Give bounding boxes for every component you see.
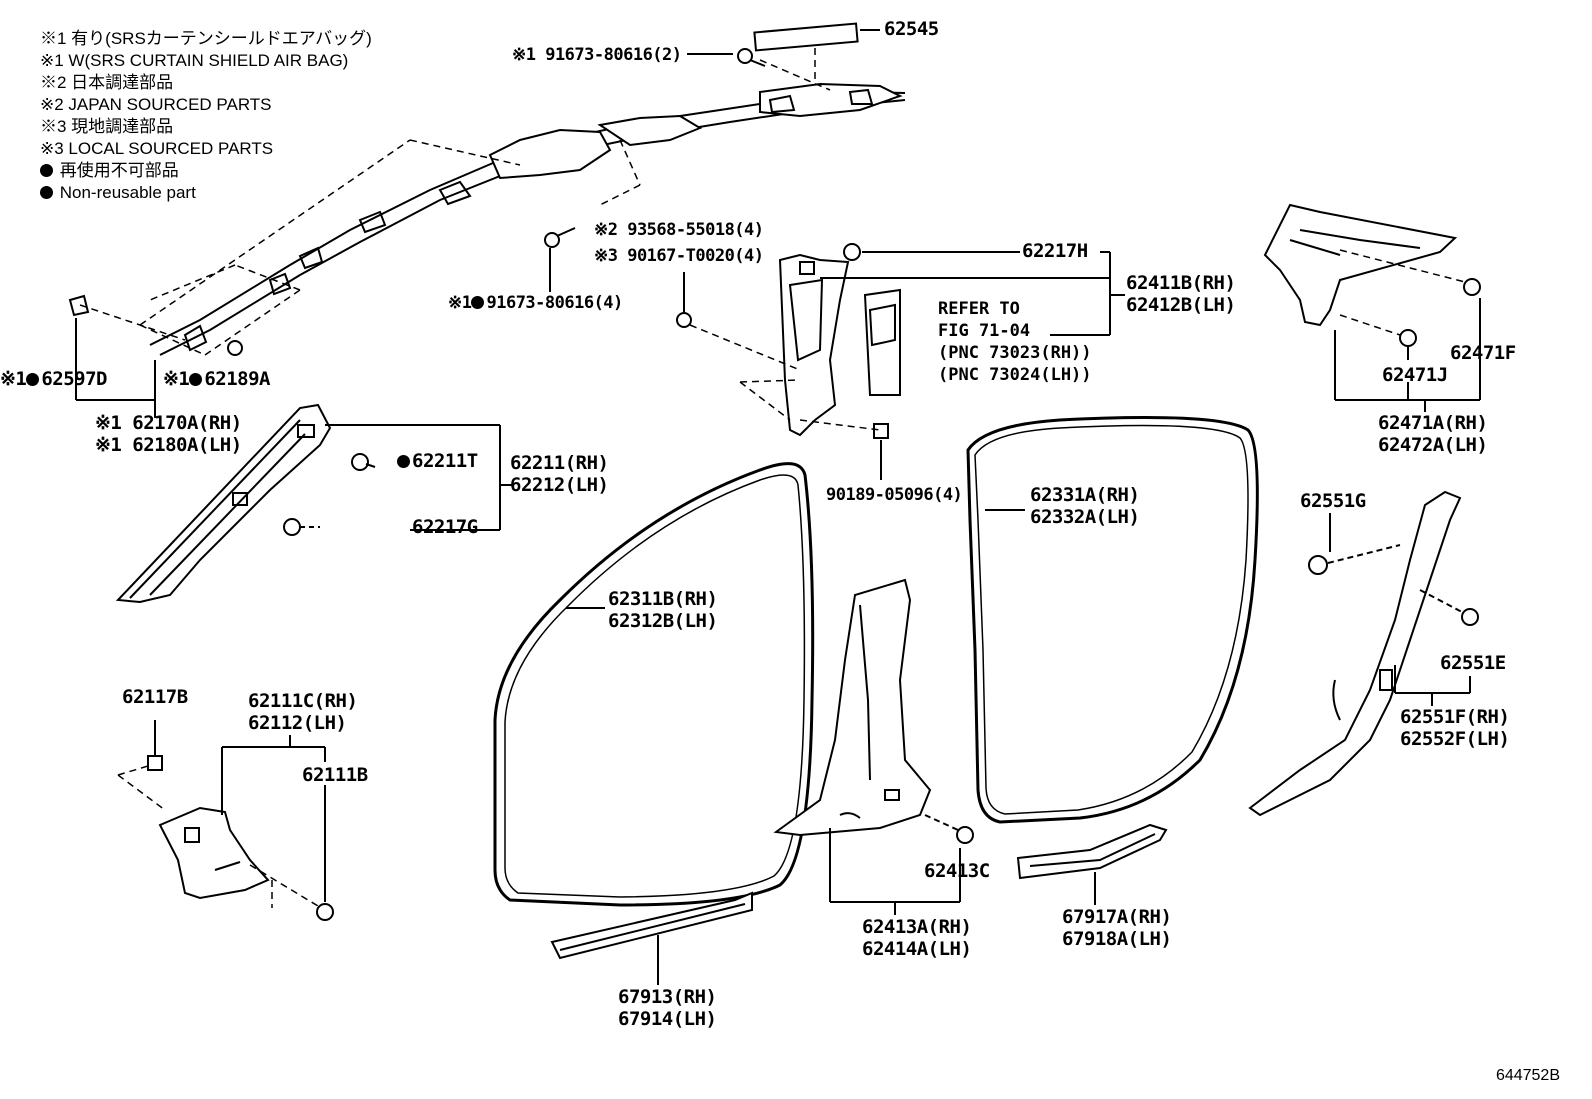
reference-line-4: (PNC 73024(LH)) bbox=[938, 365, 1092, 385]
legend-line-1: ※1 有り(SRSカーテンシールドエアバッグ) bbox=[40, 29, 372, 48]
clip-62217G bbox=[283, 518, 301, 536]
label-62111B: 62111B bbox=[302, 764, 368, 786]
figure-id: 644752B bbox=[1495, 1067, 1560, 1084]
legend: ※1 有り(SRSカーテンシールドエアバッグ) ※1 W(SRS CURTAIN… bbox=[40, 28, 372, 204]
rear-pillar-garnish bbox=[1248, 490, 1462, 817]
label-62111C: 62111C(RH) bbox=[248, 690, 358, 712]
label-62217H: 62217H bbox=[1022, 240, 1088, 262]
legend-line-6: ※3 LOCAL SOURCED PARTS bbox=[40, 139, 274, 158]
legend-line-5: ※3 現地調達部品 bbox=[40, 117, 174, 136]
clip-62413C bbox=[956, 826, 974, 844]
label-62212: 62212(LH) bbox=[510, 474, 609, 496]
non-reusable-dot-icon bbox=[189, 373, 203, 386]
label-62551F: 62551F(RH) bbox=[1400, 706, 1510, 728]
center-pillar-lower-garnish bbox=[773, 578, 932, 837]
reference-line-3: (PNC 73023(RH)) bbox=[938, 343, 1092, 363]
label-62112: 62112(LH) bbox=[248, 712, 347, 734]
label-67913: 67913(RH) bbox=[618, 986, 717, 1008]
clip-62189A bbox=[227, 340, 243, 356]
label-62311B: 62311B(RH) bbox=[608, 588, 718, 610]
non-reusable-dot-icon bbox=[471, 296, 485, 309]
cowl-side-trim bbox=[158, 806, 270, 900]
legend-line-7: 再使用不可部品 bbox=[40, 160, 372, 182]
label-91673-2: ※1 91673-80616(2) bbox=[512, 45, 682, 65]
clip-91673-top bbox=[737, 48, 766, 67]
label-62545: 62545 bbox=[884, 18, 939, 40]
label-93568: ※2 93568-55018(4) bbox=[594, 220, 764, 240]
center-pillar-upper-garnish bbox=[778, 253, 850, 437]
label-62332A: 62332A(LH) bbox=[1030, 506, 1140, 528]
front-pillar-garnish bbox=[115, 403, 332, 604]
clip-62471F bbox=[1463, 278, 1481, 296]
label-62551G: 62551G bbox=[1300, 490, 1366, 512]
label-62413A: 62413A(RH) bbox=[862, 916, 972, 938]
label-62471F: 62471F bbox=[1450, 342, 1516, 364]
clip-62471J bbox=[1399, 329, 1417, 347]
clip-62217H bbox=[843, 243, 861, 261]
bolt-93568 bbox=[544, 227, 576, 248]
legend-line-2: ※1 W(SRS CURTAIN SHIELD AIR BAG) bbox=[40, 51, 349, 70]
non-reusable-dot-icon bbox=[26, 373, 40, 386]
label-62211: 62211(RH) bbox=[510, 452, 609, 474]
label-62471A: 62471A(RH) bbox=[1378, 412, 1488, 434]
clip-62111B bbox=[316, 903, 334, 921]
rear-scuff-plate bbox=[1016, 823, 1168, 880]
airbag-dashed-guides bbox=[79, 48, 831, 356]
label-90167: ※3 90167-T0020(4) bbox=[594, 246, 764, 266]
label-62170A: ※1 62170A(RH) bbox=[95, 412, 242, 434]
non-reusable-dot-icon bbox=[40, 164, 53, 177]
label-62411B: 62411B(RH) bbox=[1126, 272, 1236, 294]
clip-62551E bbox=[1461, 608, 1479, 626]
front-scuff-plate bbox=[550, 891, 753, 960]
label-62414A: 62414A(LH) bbox=[862, 938, 972, 960]
label-62413C: 62413C bbox=[924, 860, 990, 882]
label-62552F: 62552F(LH) bbox=[1400, 728, 1510, 750]
label-67914: 67914(LH) bbox=[618, 1008, 717, 1030]
seatbelt-anchor-cover bbox=[863, 288, 901, 396]
label-90189: 90189-05096(4) bbox=[826, 485, 963, 505]
part-62545-pad bbox=[753, 22, 859, 52]
legend-line-4: ※2 JAPAN SOURCED PARTS bbox=[40, 95, 272, 114]
non-reusable-dot-icon bbox=[397, 455, 410, 468]
label-62551E: 62551E bbox=[1440, 652, 1506, 674]
roof-side-inner-garnish bbox=[1263, 203, 1458, 327]
label-67918A: 67918A(LH) bbox=[1062, 928, 1172, 950]
legend-line-3: ※2 日本調達部品 bbox=[40, 73, 174, 92]
clip-62117B bbox=[147, 755, 163, 771]
label-62217G: 62217G bbox=[412, 516, 478, 538]
label-62472A: 62472A(LH) bbox=[1378, 434, 1488, 456]
legend-line-8: Non-reusable part bbox=[40, 182, 372, 204]
non-reusable-dot-icon bbox=[40, 186, 53, 199]
label-67917A: 67917A(RH) bbox=[1062, 906, 1172, 928]
clip-62597D bbox=[68, 294, 90, 317]
label-62312B: 62312B(LH) bbox=[608, 610, 718, 632]
front-door-weatherstrip bbox=[493, 462, 815, 907]
clip-62551G bbox=[1308, 555, 1328, 575]
reference-line-2: FIG 71-04 bbox=[938, 321, 1031, 341]
label-62471J: 62471J bbox=[1382, 364, 1448, 386]
center-pillar-dashed-guides bbox=[689, 324, 881, 431]
label-62211T: 62211T bbox=[397, 450, 478, 472]
label-62331A: 62331A(RH) bbox=[1030, 484, 1140, 506]
reference-line-1: REFER TO bbox=[938, 299, 1020, 319]
label-62180A: ※1 62180A(LH) bbox=[95, 434, 242, 456]
bolt-90167 bbox=[676, 312, 692, 328]
label-62412B: 62412B(LH) bbox=[1126, 294, 1236, 316]
label-62117B: 62117B bbox=[122, 686, 188, 708]
clip-90189 bbox=[873, 423, 889, 439]
clip-62211T bbox=[351, 453, 376, 471]
rear-door-weatherstrip bbox=[966, 416, 1259, 824]
